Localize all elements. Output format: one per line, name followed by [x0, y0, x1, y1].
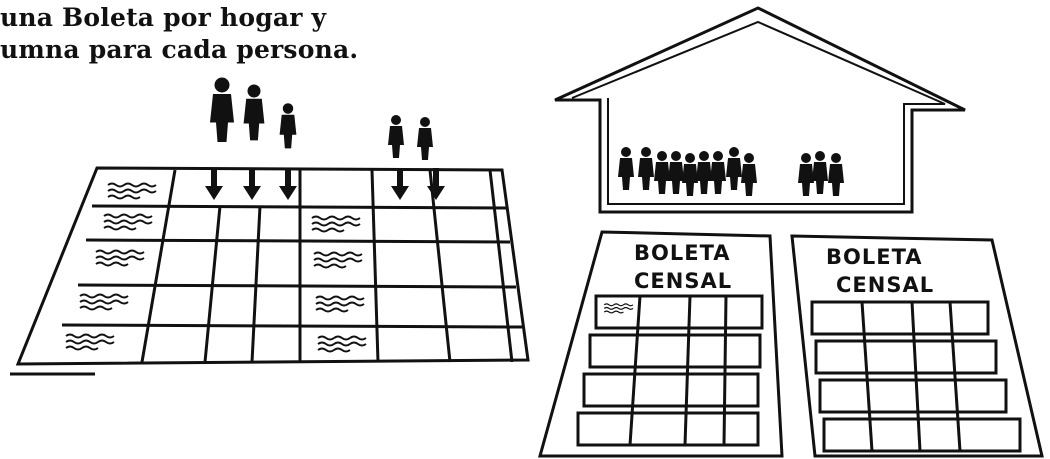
census-form-1: BOLETA CENSAL [538, 230, 784, 458]
census-form-2: BOLETA CENSAL [790, 234, 1044, 458]
form-2-title-line-1: BOLETA [826, 245, 923, 269]
house-icon [554, 6, 966, 214]
form-1-title-line-2: CENSAL [634, 269, 732, 293]
form-2-title-line-2: CENSAL [836, 273, 934, 297]
big-census-form [10, 166, 530, 376]
form-1-title-line-1: BOLETA [634, 241, 731, 265]
caption-text: una Boleta por hogar y umna para cada pe… [0, 2, 358, 66]
caption-line-1: una Boleta por hogar y [0, 3, 327, 32]
family-figures-icon [210, 77, 433, 160]
caption-line-2: umna para cada persona. [0, 35, 359, 64]
